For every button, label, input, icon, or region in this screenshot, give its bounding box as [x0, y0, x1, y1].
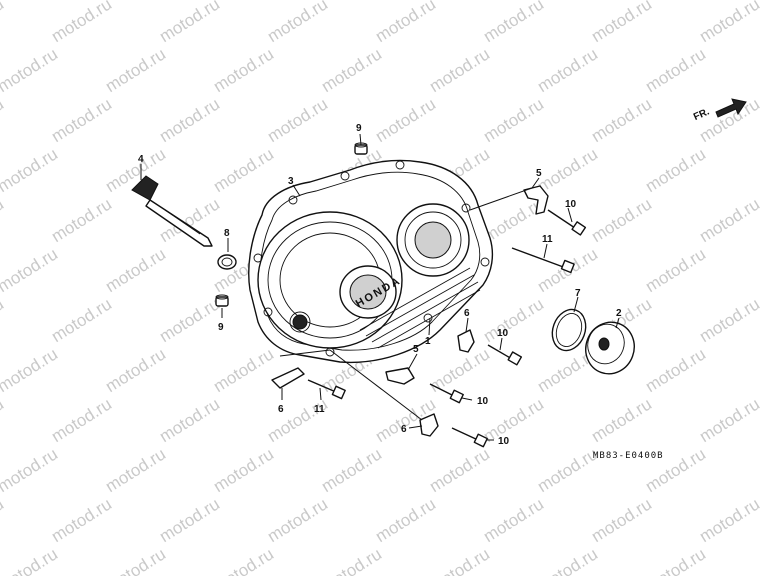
- bolt-c-part-10: [429, 383, 464, 404]
- callout-5-upper: 5: [536, 168, 542, 179]
- clip-left-part-6: [271, 367, 305, 389]
- callout-10-middle: 10: [477, 396, 489, 407]
- leader-lines: [140, 133, 620, 441]
- o-ring-part-8: [217, 254, 237, 270]
- dowel-pin-lower-part-9: [215, 294, 229, 307]
- callout-11-upper: 11: [542, 234, 553, 245]
- callout-10-right: 10: [497, 328, 509, 339]
- clamp-upper-part-5: [523, 185, 549, 215]
- callout-9-lower: 9: [218, 322, 224, 333]
- gasket-ring-part-7: [551, 308, 587, 352]
- callout-6-right: 6: [464, 308, 470, 319]
- callout-9-upper: 9: [356, 123, 362, 134]
- callout-2: 2: [616, 308, 622, 319]
- bolt-d-part-10: [451, 427, 488, 448]
- callout-10-lower: 10: [498, 436, 510, 447]
- callout-6-bottom: 6: [401, 424, 407, 435]
- diagram-reference-code: MB83-E0400B: [593, 451, 664, 461]
- dipstick-part-4: [131, 175, 213, 247]
- clip-right-part-6: [457, 329, 475, 353]
- bolt-b-part-10: [487, 344, 523, 366]
- front-direction-arrow-icon: [715, 98, 747, 118]
- callout-5-lower: 5: [413, 344, 419, 355]
- callout-11-lower: 11: [314, 404, 325, 415]
- clamp-lower-part-5: [385, 367, 415, 385]
- callout-3: 3: [288, 176, 294, 187]
- long-bolt-upper-part-11: [511, 247, 575, 274]
- callout-7: 7: [575, 288, 581, 299]
- long-bolt-lower-part-11: [307, 379, 346, 400]
- part-callouts: 9 4 3 8 9 5 10 11 7 2 6 10 1 5 10 6 11 6…: [138, 123, 622, 447]
- bolt-a-part-10: [547, 209, 587, 236]
- crankcase-cover-part-3: HONDA: [248, 159, 494, 364]
- callout-10-upper: 10: [565, 199, 577, 210]
- clip-bottom-part-6: [419, 413, 439, 437]
- callout-6-left: 6: [278, 404, 284, 415]
- callout-8: 8: [224, 228, 230, 239]
- callout-4: 4: [138, 154, 144, 165]
- callout-1: 1: [425, 336, 431, 347]
- cap-part-2: [585, 321, 635, 375]
